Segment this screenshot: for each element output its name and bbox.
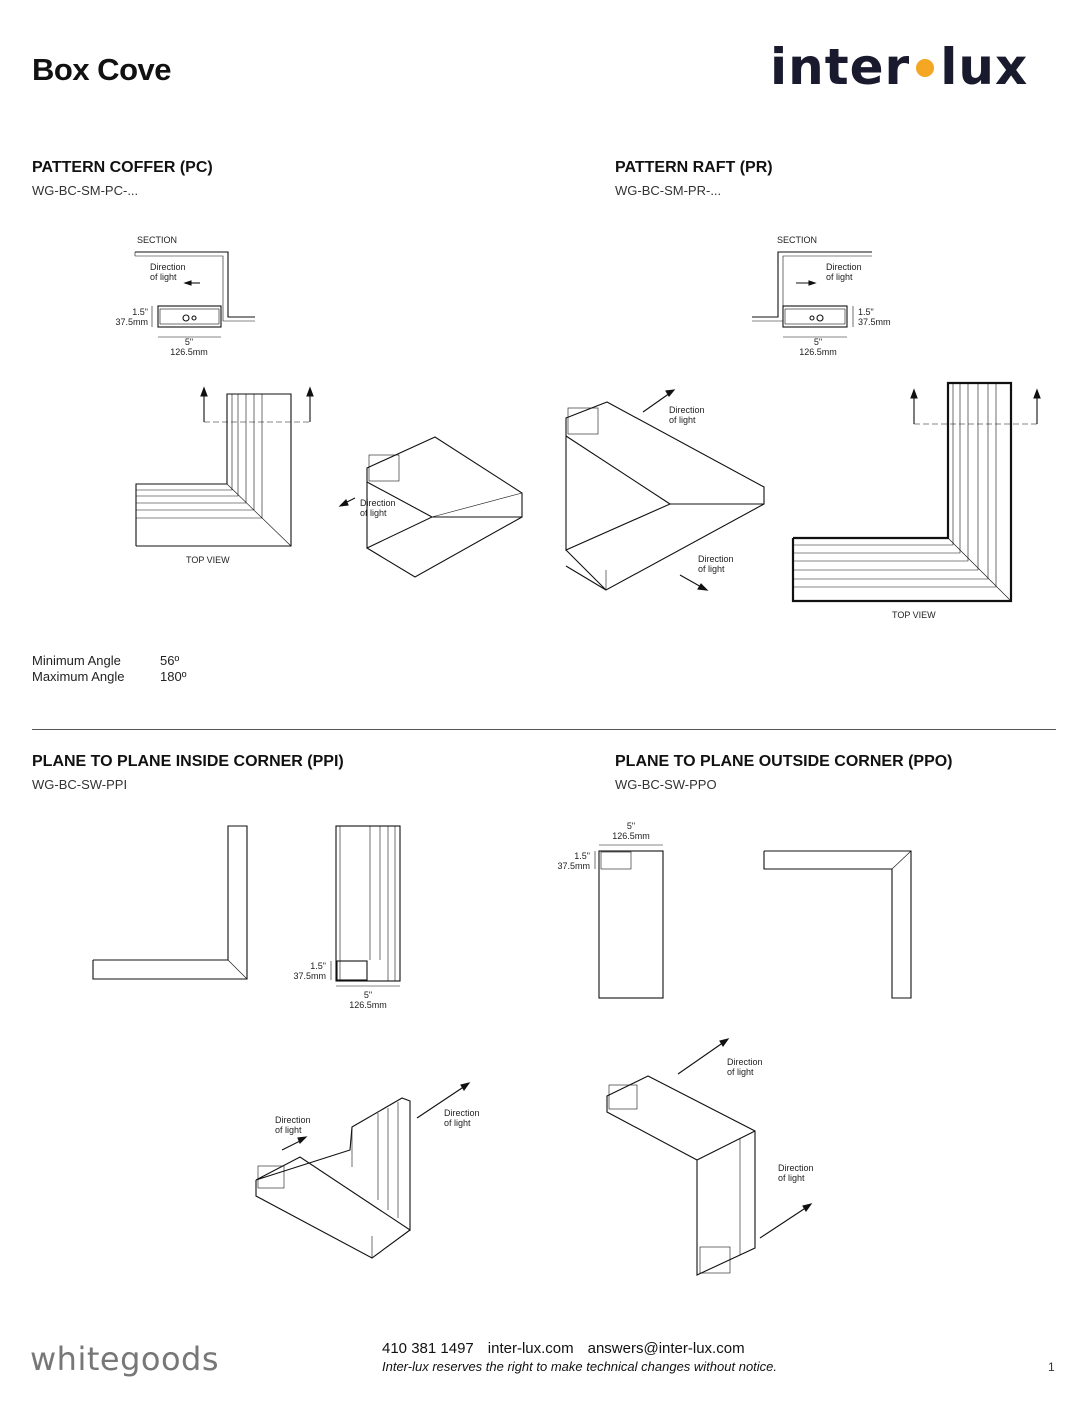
- pr-section-width-dim: 5"126.5mm: [799, 337, 837, 357]
- max-angle-value: 180º: [160, 669, 187, 684]
- max-angle-label: Maximum Angle: [32, 669, 125, 684]
- footer-phone: 410 381 1497: [382, 1340, 474, 1357]
- pr-top-view-label: TOP VIEW: [892, 610, 936, 620]
- ppi-side-drawing: [330, 825, 401, 987]
- interlux-logo: inter lux: [770, 38, 1028, 96]
- pr-top-view-drawing: [791, 381, 1041, 603]
- section-code-pr: WG-BC-SM-PR-...: [615, 183, 722, 198]
- section-title-pc: PATTERN COFFER (PC): [32, 159, 213, 176]
- section-code-ppi: WG-BC-SW-PPI: [32, 777, 128, 792]
- ppo-width-dim: 5"126.5mm: [612, 821, 650, 841]
- ppo-side-drawing: [594, 844, 664, 999]
- min-angle-label: Minimum Angle: [32, 653, 121, 668]
- section-title-pr: PATTERN RAFT (PR): [615, 159, 773, 176]
- logo-dot-icon: [916, 58, 935, 77]
- pc-section-width-dim: 5"126.5mm: [170, 337, 208, 357]
- footer-website[interactable]: inter-lux.com: [487, 1340, 574, 1357]
- section-title-ppo: PLANE TO PLANE OUTSIDE CORNER (PPO): [615, 753, 953, 770]
- pc-section-label: SECTION: [137, 235, 178, 245]
- whitegoods-logo: whitegoods: [30, 1340, 220, 1378]
- page-number: 1: [1048, 1360, 1055, 1374]
- ppo-height-dim: 1.5"37.5mm: [557, 851, 590, 871]
- ppi-height-dim: 1.5"37.5mm: [293, 961, 326, 981]
- pr-iso-drawing: [565, 389, 765, 591]
- pc-iso-drawing: [338, 436, 523, 578]
- footer-email[interactable]: answers@inter-lux.com: [587, 1340, 745, 1357]
- section-divider: [32, 729, 1056, 730]
- page-title: Box Cove: [32, 52, 171, 87]
- ppi-l-drawing: [92, 825, 248, 980]
- footer-contact: 410 381 1497 inter-lux.com answers@inter-l…: [382, 1340, 759, 1357]
- pr-section-height-dim: 1.5"37.5mm: [858, 307, 891, 327]
- section-title-ppi: PLANE TO PLANE INSIDE CORNER (PPI): [32, 753, 344, 770]
- pr-section-label: SECTION: [777, 235, 818, 245]
- pc-section-drawing: [134, 251, 255, 338]
- section-code-pc: WG-BC-SM-PC-...: [32, 183, 139, 198]
- logo-text-right: lux: [940, 38, 1029, 96]
- footer-disclaimer: Inter-lux reserves the right to make tec…: [382, 1359, 778, 1374]
- ppo-iso-drawing: [606, 1038, 813, 1276]
- pr-section-drawing: [752, 251, 872, 338]
- logo-text-left: inter: [770, 38, 911, 96]
- pc-top-view-drawing: [135, 386, 314, 547]
- pc-top-view-label: TOP VIEW: [186, 555, 230, 565]
- section-code-ppo: WG-BC-SW-PPO: [615, 777, 717, 792]
- ppi-width-dim: 5"126.5mm: [349, 990, 387, 1010]
- ppo-l-drawing: [763, 850, 912, 999]
- ppi-iso-drawing: [255, 1082, 471, 1259]
- pc-section-height-dim: 1.5"37.5mm: [115, 307, 148, 327]
- min-angle-value: 56º: [160, 653, 180, 668]
